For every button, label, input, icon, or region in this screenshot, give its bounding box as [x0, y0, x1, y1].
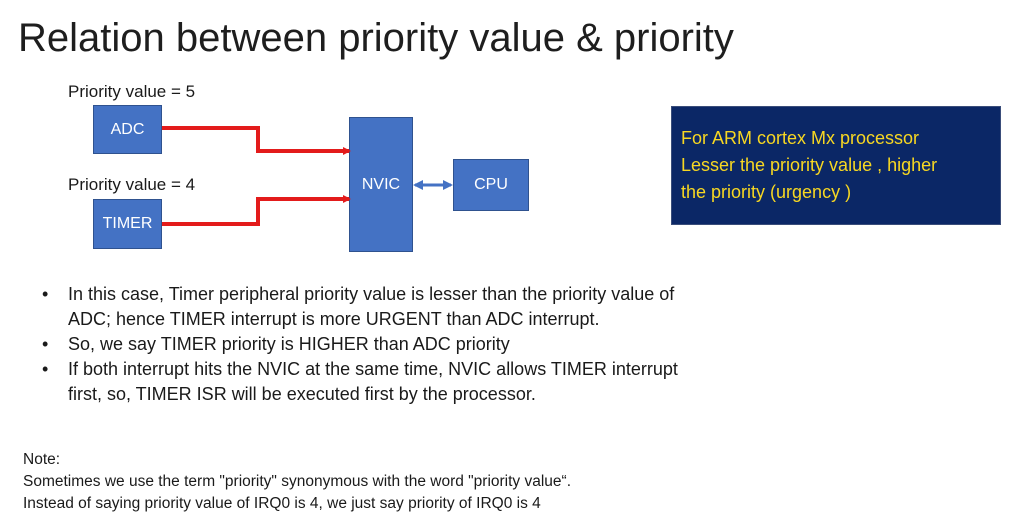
timer-to-nvic-arrow — [162, 195, 351, 226]
bullet-item: • If both interrupt hits the NVIC at the… — [38, 357, 798, 407]
nvic-block: NVIC — [349, 117, 413, 252]
cpu-block-label: CPU — [474, 176, 508, 193]
info-box: For ARM cortex Mx processor Lesser the p… — [671, 106, 1001, 225]
info-box-line: For ARM cortex Mx processor — [681, 128, 920, 148]
note-heading: Note: — [23, 451, 61, 468]
bullet-item: • So, we say TIMER priority is HIGHER th… — [38, 332, 798, 357]
note-line: Sometimes we use the term "priority" syn… — [23, 473, 572, 490]
bullet-line: first, so, TIMER ISR will be executed fi… — [68, 384, 536, 404]
timer-block: TIMER — [93, 199, 162, 249]
info-box-line: the priority (urgency ) — [681, 182, 852, 202]
slide-title: Relation between priority value & priori… — [18, 16, 734, 60]
timer-block-label: TIMER — [102, 215, 153, 232]
adc-to-nvic-arrow — [162, 126, 351, 155]
bullet-item: • In this case, Timer peripheral priorit… — [38, 282, 798, 332]
bullet-line: So, we say TIMER priority is HIGHER than… — [68, 334, 510, 354]
bullet-glyph: • — [42, 284, 49, 304]
bullet-line: In this case, Timer peripheral priority … — [68, 284, 675, 304]
bullet-glyph: • — [42, 359, 49, 379]
nvic-block-label: NVIC — [361, 175, 401, 193]
note: Note: Sometimes we use the term "priorit… — [23, 449, 571, 515]
adc-block-label: ADC — [110, 120, 145, 138]
bullet-list: • In this case, Timer peripheral priorit… — [38, 282, 798, 407]
note-line: Instead of saying priority value of IRQ0… — [23, 495, 541, 512]
timer-priority-value-label: Priority value = 4 — [68, 175, 196, 194]
bullet-line: ADC; hence TIMER interrupt is more URGEN… — [68, 309, 600, 329]
adc-priority-value-label: Priority value = 5 — [68, 82, 196, 101]
info-box-line: Lesser the priority value , higher — [681, 155, 938, 175]
bullet-glyph: • — [42, 334, 49, 354]
bullet-line: If both interrupt hits the NVIC at the s… — [68, 359, 678, 379]
adc-block: ADC — [93, 105, 162, 154]
cpu-block: CPU — [453, 159, 529, 211]
